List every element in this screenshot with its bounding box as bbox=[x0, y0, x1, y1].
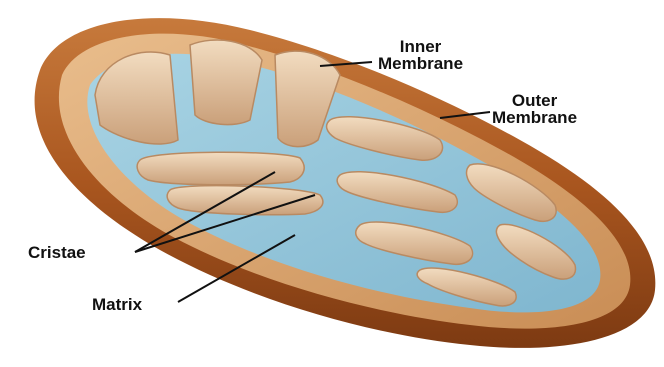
inner-membrane-label-line-2: Membrane bbox=[378, 55, 463, 72]
inner-membrane-label-line-1: Inner bbox=[378, 38, 463, 55]
cristae-label: Cristae bbox=[28, 244, 86, 261]
outer-membrane-label-line-1: Outer bbox=[492, 92, 577, 109]
inner-membrane-label: Inner Membrane bbox=[378, 38, 463, 72]
outer-membrane-label-line-2: Membrane bbox=[492, 109, 577, 126]
matrix-label: Matrix bbox=[92, 296, 142, 313]
outer-membrane-label: Outer Membrane bbox=[492, 92, 577, 126]
